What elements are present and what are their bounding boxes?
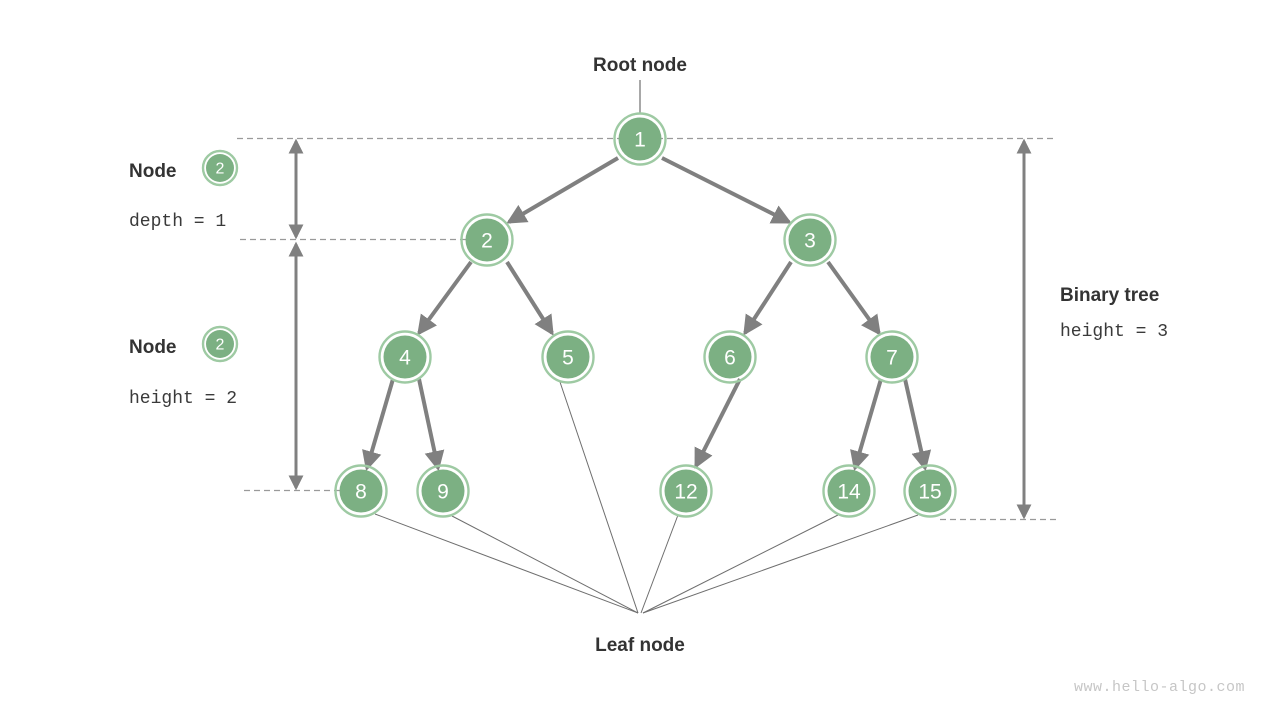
edge-7-15 <box>903 378 932 472</box>
watermark-label: www.hello-algo.com <box>1074 679 1245 696</box>
annotation-depth-title: Node <box>129 161 177 182</box>
edge-1-2 <box>506 156 620 224</box>
annotation-height-badge-label: 2 <box>216 337 225 354</box>
tree-node-7[interactable]: 7 <box>865 330 919 384</box>
tree-node-3[interactable]: 3 <box>783 213 837 267</box>
tree-node-2[interactable]: 2 <box>460 213 514 267</box>
edge-3-6 <box>743 260 793 336</box>
leaf-pointer-15 <box>642 514 919 614</box>
tree-node-7-label: 7 <box>886 347 898 370</box>
annotation-height-detail: height = 2 <box>129 389 237 409</box>
tree-nodes: 1 2 3 4 5 6 7 <box>334 112 957 518</box>
edge-7-14 <box>850 378 883 472</box>
dimension-arrows <box>288 138 1032 520</box>
tree-node-5[interactable]: 5 <box>541 330 595 384</box>
annotation-depth-badge: 2 <box>201 149 239 187</box>
tree-node-15[interactable]: 15 <box>903 464 957 518</box>
annotation-depth-badge-label: 2 <box>216 161 225 178</box>
tree-node-4[interactable]: 4 <box>378 330 432 384</box>
annotation-tree-detail: height = 3 <box>1060 322 1168 342</box>
tree-node-9-label: 9 <box>437 481 449 504</box>
tree-node-12-label: 12 <box>674 481 697 504</box>
tree-node-12[interactable]: 12 <box>659 464 713 518</box>
tree-edges <box>362 156 932 472</box>
edge-2-4 <box>417 260 473 336</box>
tree-node-8[interactable]: 8 <box>334 464 388 518</box>
tree-node-6-label: 6 <box>724 347 736 370</box>
leaf-node-label: Leaf node <box>595 635 685 656</box>
tree-node-5-label: 5 <box>562 347 574 370</box>
tree-node-6[interactable]: 6 <box>703 330 757 384</box>
tree-node-14-label: 14 <box>837 481 861 504</box>
tree-node-14[interactable]: 14 <box>822 464 876 518</box>
tree-node-2-label: 2 <box>481 230 493 253</box>
leaf-pointer-8 <box>374 513 639 614</box>
edge-2-5 <box>505 260 554 336</box>
leaf-pointer-lines <box>374 381 919 614</box>
edge-4-9 <box>417 378 445 472</box>
tree-node-9[interactable]: 9 <box>416 464 470 518</box>
leaf-pointer-14 <box>642 514 839 614</box>
annotation-node-depth: Node 2 depth = 1 <box>129 149 239 232</box>
leaf-pointer-9 <box>451 515 639 614</box>
annotation-binary-tree-height: Binary tree height = 3 <box>1060 285 1168 342</box>
root-node-label: Root node <box>593 55 687 76</box>
guide-lines <box>237 137 1056 521</box>
tree-node-15-label: 15 <box>918 481 941 504</box>
annotation-height-title: Node <box>129 337 177 358</box>
annotation-depth-detail: depth = 1 <box>129 212 226 232</box>
edge-3-7 <box>826 260 881 336</box>
annotation-tree-title: Binary tree <box>1060 285 1159 306</box>
tree-node-1-label: 1 <box>634 129 646 152</box>
edge-6-12 <box>694 378 742 469</box>
edge-1-3 <box>661 156 792 224</box>
tree-node-8-label: 8 <box>355 481 367 504</box>
annotation-height-badge: 2 <box>201 325 239 363</box>
tree-node-3-label: 3 <box>804 230 816 253</box>
annotation-node-height: Node 2 height = 2 <box>129 325 239 409</box>
leaf-pointer-12 <box>640 514 679 614</box>
tree-node-4-label: 4 <box>399 347 411 370</box>
edge-4-8 <box>362 378 395 472</box>
leaf-pointer-5 <box>559 381 639 614</box>
tree-node-1[interactable]: 1 <box>613 112 667 166</box>
